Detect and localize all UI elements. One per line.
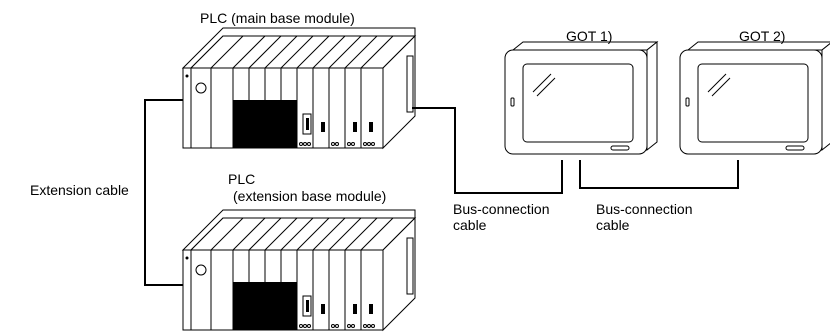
got2-label: GOT 2): [739, 28, 786, 44]
got1-label: GOT 1): [566, 28, 613, 44]
bus-cable-2-label-line2: cable: [596, 217, 630, 233]
plc-extension-label-line1: PLC: [228, 171, 256, 187]
bus-connection-cable-1-line: [412, 107, 563, 194]
bus-connection-cable-2-line: [579, 160, 739, 189]
plc-extension-label-line2: (extension base module): [233, 188, 387, 204]
bus-cable-1-label-line1: Bus-connection: [453, 201, 550, 217]
extension-cable-line: [144, 99, 183, 286]
plc-main-base-module: [182, 27, 416, 149]
plc-main-label: PLC (main base module): [200, 10, 355, 26]
bus-cable-2-label-line1: Bus-connection: [596, 201, 693, 217]
extension-cable-label: Extension cable: [30, 182, 129, 198]
got1-panel: [504, 41, 658, 155]
plc-extension-base-module: [182, 209, 416, 331]
bus-cable-1-label-line2: cable: [453, 217, 487, 233]
got2-panel: [679, 41, 830, 155]
